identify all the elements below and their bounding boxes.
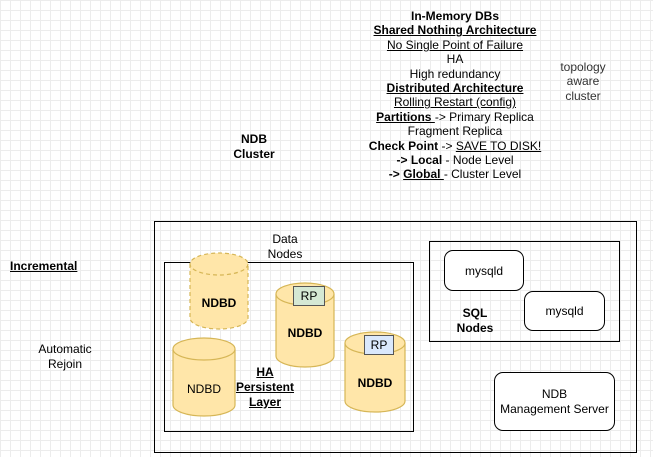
mysqld-2-label: mysqld xyxy=(545,304,584,318)
sql-nodes-container[interactable] xyxy=(429,241,620,342)
topology-aware-note: topology aware cluster xyxy=(552,60,614,103)
notes-title: In-Memory DBs xyxy=(410,9,499,23)
data-nodes-label: Data Nodes xyxy=(260,232,310,262)
mysqld-node-1[interactable]: mysqld xyxy=(444,250,524,291)
notes-shared-nothing: Shared Nothing Architecture xyxy=(373,23,537,38)
notes-ha: HA xyxy=(446,52,464,67)
ndbd-bottom-label: NDBD xyxy=(186,382,221,396)
automatic-rejoin-line1: Automatic xyxy=(38,342,92,356)
ndbd-dashed-label: NDBD xyxy=(201,296,237,310)
ndbd-rp-left-label: NDBD xyxy=(287,326,323,340)
notes-global-line: -> Global - Cluster Level xyxy=(340,167,570,181)
notes-high-redundancy: High redundancy xyxy=(409,66,501,81)
sql-nodes-label: SQL Nodes xyxy=(450,306,500,336)
mgmt-line2: Management Server xyxy=(500,401,609,416)
automatic-rejoin-label: Automatic Rejoin xyxy=(30,342,100,372)
data-nodes-line1: Data xyxy=(272,232,298,246)
notes-local-line: -> Local - Node Level xyxy=(340,153,570,167)
ha-persistent-line1: HA xyxy=(256,365,274,379)
rp-left-badge: RP xyxy=(293,286,325,306)
notes-local-arrow: -> xyxy=(396,153,411,168)
rp-right-badge: RP xyxy=(364,335,394,355)
notes-fragment: Fragment Replica xyxy=(407,124,503,139)
sql-nodes-line1: SQL xyxy=(462,306,488,320)
notes-rolling-restart: Rolling Restart (config) xyxy=(393,95,517,110)
ndbd-node-bottom[interactable] xyxy=(172,337,236,417)
notes-checkpoint-arrow: -> xyxy=(438,138,456,153)
architecture-notes: In-Memory DBs Shared Nothing Architectur… xyxy=(340,9,570,182)
mgmt-line1: NDB xyxy=(541,386,568,401)
notes-checkpoint-line: Check Point -> SAVE TO DISK! xyxy=(340,139,570,153)
ndbd-rp-right-label: NDBD xyxy=(357,376,393,390)
ndbd-node-dashed[interactable] xyxy=(189,252,249,330)
incremental-label: Incremental xyxy=(10,259,78,273)
notes-distributed: Distributed Architecture xyxy=(386,81,524,96)
notes-save-to-disk: SAVE TO DISK! xyxy=(455,138,542,153)
notes-local: Local xyxy=(410,153,443,168)
ha-persistent-layer-label: HA Persistent Layer xyxy=(230,365,300,410)
topology-line2: aware xyxy=(566,74,600,89)
ha-persistent-line2: Persistent xyxy=(235,380,295,394)
notes-global-rest: - Cluster Level xyxy=(443,167,522,182)
notes-local-rest: - Node Level xyxy=(442,153,514,168)
data-nodes-container[interactable] xyxy=(164,262,414,432)
ndb-cluster-line1: NDB xyxy=(241,132,267,146)
ndb-management-server[interactable]: NDB Management Server xyxy=(494,372,615,431)
notes-global: Global xyxy=(403,167,444,182)
notes-no-spof: No Single Point of Failure xyxy=(386,37,524,52)
notes-partitions: Partitions xyxy=(376,109,435,124)
notes-global-arrow: -> xyxy=(388,167,404,182)
topology-line1: topology xyxy=(560,60,606,74)
mysqld-1-label: mysqld xyxy=(464,263,503,278)
ndb-cluster-line2: Cluster xyxy=(233,147,275,161)
notes-partitions-rest: -> Primary Replica xyxy=(434,109,534,124)
ndb-cluster-label: NDB Cluster xyxy=(224,132,284,162)
cluster-container[interactable] xyxy=(154,221,637,453)
data-nodes-line2: Nodes xyxy=(267,247,303,261)
topology-line3: cluster xyxy=(565,88,601,103)
sql-nodes-line2: Nodes xyxy=(456,321,494,335)
mysqld-node-2[interactable]: mysqld xyxy=(524,291,605,331)
notes-checkpoint: Check Point xyxy=(368,138,439,153)
notes-partitions-line: Partitions -> Primary Replica xyxy=(340,110,570,124)
automatic-rejoin-line2: Rejoin xyxy=(47,357,83,371)
ha-persistent-line3: Layer xyxy=(248,395,282,409)
